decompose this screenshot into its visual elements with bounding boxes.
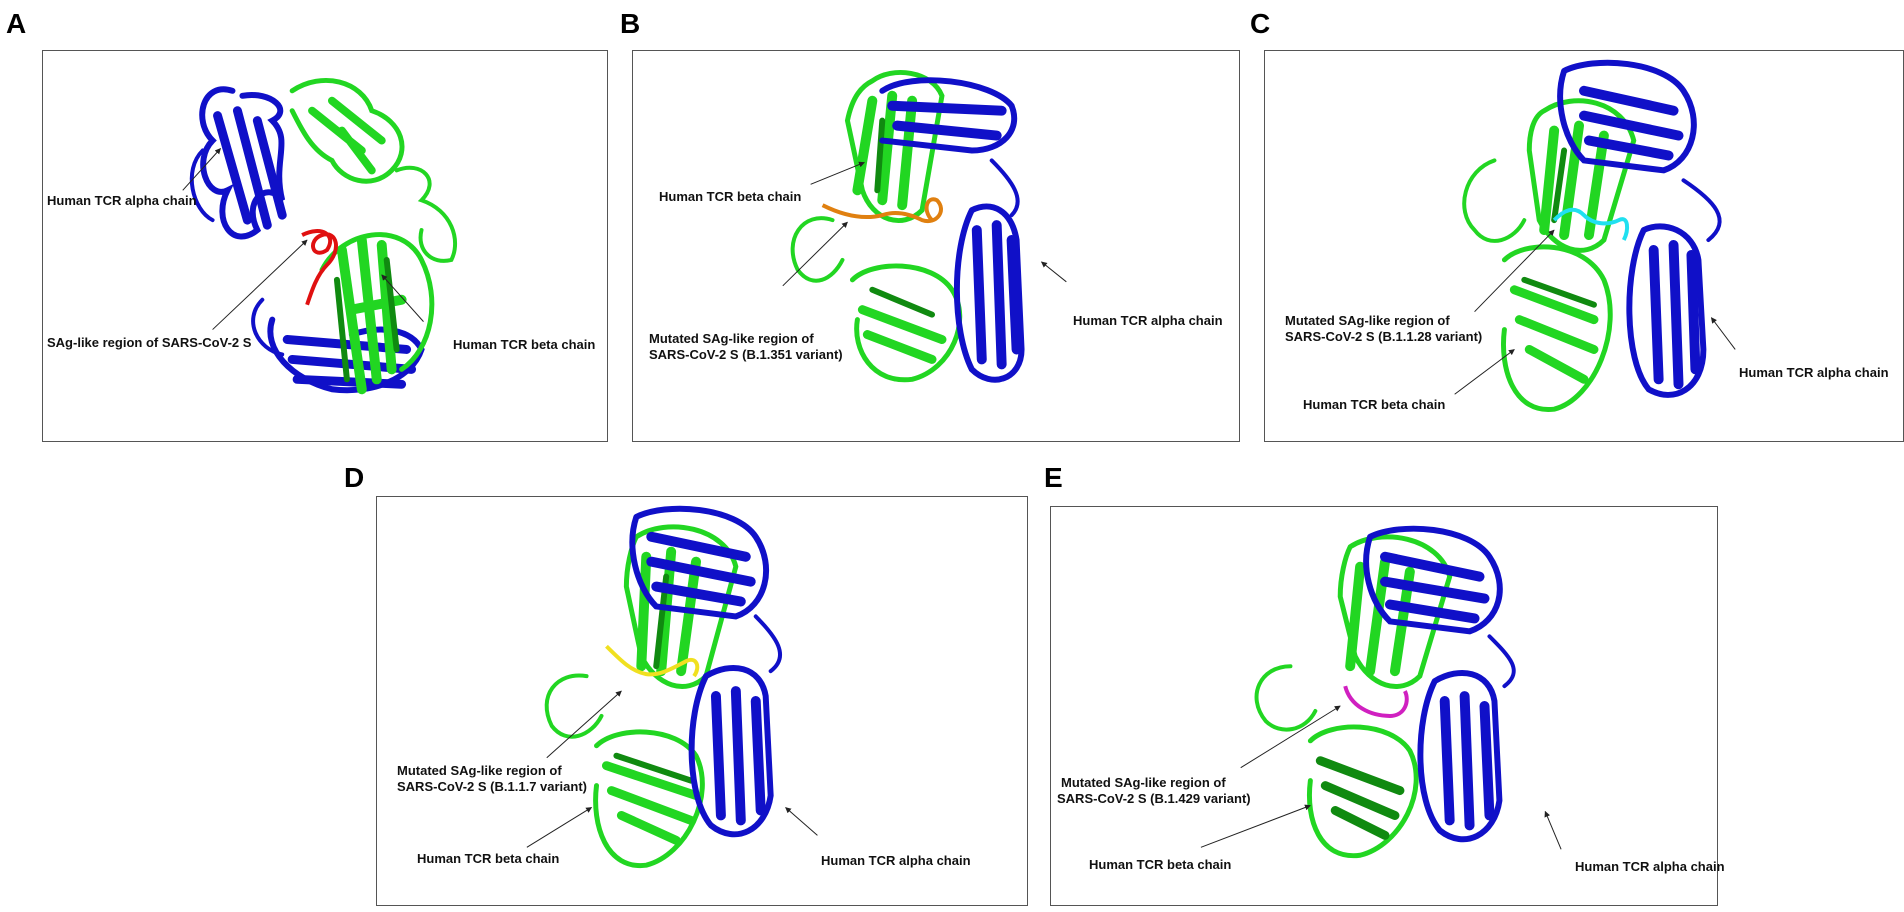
label-sag-region-line2: SARS-CoV-2 S (B.1.1.7 variant)	[397, 779, 587, 794]
sag-leader-line	[212, 239, 308, 330]
panel-d-frame: Mutated SAg-like region of SARS-CoV-2 S …	[376, 496, 1028, 906]
panel-c-structure	[1454, 59, 1736, 412]
label-beta-chain: Human TCR beta chain	[659, 189, 802, 204]
beta-chain-dark-strand	[869, 117, 936, 318]
alpha-leader-line	[785, 807, 818, 836]
panel-e-structure	[1200, 525, 1562, 859]
label-alpha-chain: Human TCR alpha chain	[1739, 365, 1889, 380]
panel-d-structure	[526, 505, 818, 868]
alpha-chain-ribbon	[1363, 525, 1516, 843]
sag-like-region-loop	[821, 197, 943, 224]
label-sag-region-line1: Mutated SAg-like region of	[1061, 775, 1226, 790]
label-alpha-chain: Human TCR alpha chain	[47, 193, 197, 208]
alpha-chain-ribbon	[879, 77, 1025, 383]
beta-leader-line	[1454, 349, 1515, 395]
label-sag-region-line1: Mutated SAg-like region of	[1285, 313, 1450, 328]
panel-a-structure	[182, 77, 457, 395]
beta-leader-line	[526, 807, 593, 848]
panel-letter-e: E	[1044, 462, 1063, 493]
sag-leader-line	[1474, 229, 1555, 313]
label-sag-region-line1: Mutated SAg-like region of	[649, 331, 814, 346]
sag-like-region-loop	[1343, 685, 1409, 718]
alpha-leader-line	[1710, 317, 1736, 350]
sag-like-region-loop	[1552, 207, 1630, 241]
beta-chain-ribbon	[1462, 98, 1637, 412]
beta-chain-ribbon	[289, 77, 457, 395]
beta-chain-ribbon	[790, 70, 963, 383]
sag-like-region-loop	[301, 229, 338, 306]
panel-letter-c: C	[1250, 8, 1271, 39]
sag-like-region-loop	[605, 644, 700, 678]
label-beta-chain: Human TCR beta chain	[417, 851, 560, 866]
alpha-chain-ribbon	[629, 505, 783, 838]
panel-letter-d: D	[344, 462, 365, 493]
sag-leader-line	[1240, 705, 1341, 769]
label-sag-region-line2: SARS-CoV-2 S (B.1.351 variant)	[649, 347, 843, 362]
label-sag-region-line2: SARS-CoV-2 S (B.1.1.28 variant)	[1285, 329, 1483, 344]
beta-leader-line	[1200, 804, 1311, 848]
panel-letter-a: A	[6, 8, 27, 39]
panel-letter-b: B	[620, 8, 641, 39]
sag-leader-line	[782, 221, 848, 287]
alpha-leader-line	[182, 148, 221, 191]
label-sag-region-line2: SARS-CoV-2 S (B.1.429 variant)	[1057, 791, 1251, 806]
alpha-chain-ribbon	[189, 86, 287, 240]
label-beta-chain: Human TCR beta chain	[1089, 857, 1232, 872]
label-alpha-chain: Human TCR alpha chain	[1575, 859, 1725, 874]
panel-b-structure	[782, 70, 1067, 383]
sag-leader-line	[546, 690, 622, 759]
alpha-leader-line	[1040, 261, 1067, 283]
panel-c-frame: Mutated SAg-like region of SARS-CoV-2 S …	[1264, 50, 1904, 442]
beta-leader-line	[810, 161, 865, 185]
panel-b-frame: Human TCR beta chain Mutated SAg-like re…	[632, 50, 1240, 442]
beta-leader-line	[381, 274, 424, 322]
label-sag-region-line1: Mutated SAg-like region of	[397, 763, 562, 778]
alpha-leader-line	[1544, 810, 1562, 850]
label-sag-region: SAg-like region of SARS-CoV-2 S	[47, 335, 252, 350]
panel-e-frame: Mutated SAg-like region of SARS-CoV-2 S …	[1050, 506, 1725, 906]
label-beta-chain: Human TCR beta chain	[453, 337, 596, 352]
label-alpha-chain: Human TCR alpha chain	[821, 853, 971, 868]
beta-chain-ribbon	[544, 524, 739, 868]
label-alpha-chain: Human TCR alpha chain	[1073, 313, 1223, 328]
alpha-chain-ribbon	[1557, 59, 1722, 398]
beta-chain-dark-strand	[1315, 756, 1405, 840]
beta-chain-dark-strand	[333, 256, 400, 383]
panel-a-frame: Human TCR alpha chain SAg-like region of…	[42, 50, 608, 442]
label-beta-chain: Human TCR beta chain	[1303, 397, 1446, 412]
beta-chain-dark-strand	[1521, 147, 1597, 308]
